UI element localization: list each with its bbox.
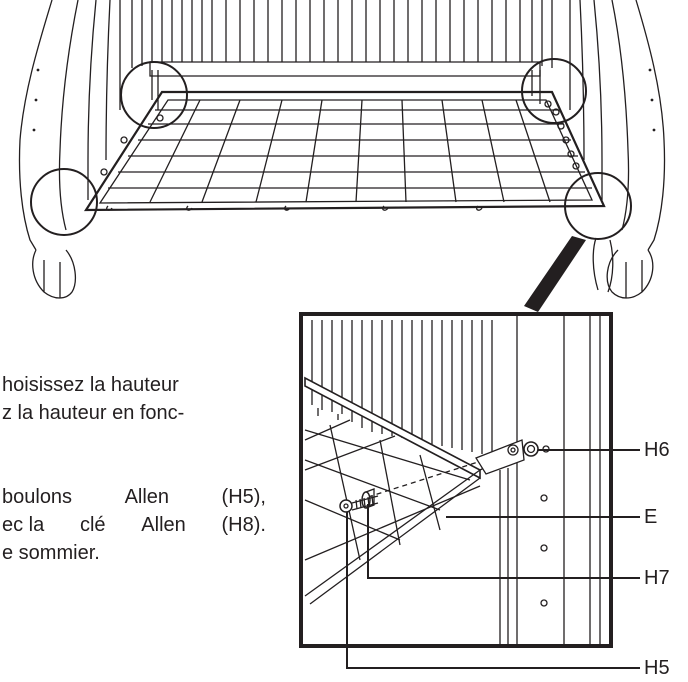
left-end-panel (18, 0, 121, 299)
zoom-pointer (524, 236, 586, 312)
detail-frame (299, 312, 613, 648)
highlight-circle-right (564, 172, 632, 240)
highlight-circle-top-left (120, 61, 188, 129)
step2-line1: boulons Allen (H5), (2, 485, 266, 509)
back-rail-spindles (131, 0, 553, 68)
step2-word: (H5), (221, 486, 266, 508)
callout-label-e: E (644, 506, 658, 528)
highlight-circle-top-right (521, 58, 587, 124)
end-panel-holes (32, 68, 656, 132)
step2-line2: ec la clé Allen (H8). (2, 513, 266, 537)
step2-word: ec la (2, 514, 45, 536)
leader-h5 (346, 512, 640, 669)
detail-view (299, 312, 613, 648)
callout-leaders (346, 449, 640, 669)
step2-word: (H8). (221, 514, 266, 536)
step2-word: Allen (124, 486, 170, 508)
callout-label-h6: H6 (644, 439, 670, 461)
callout-label-h5: H5 (644, 657, 670, 679)
step2-word: boulons (2, 486, 73, 508)
highlight-circle-left (30, 168, 98, 236)
back-bottom-rail (149, 61, 541, 77)
step2-word: clé (79, 514, 106, 536)
mattress-support (83, 90, 606, 212)
leader-h7 (367, 504, 640, 579)
step1-line1: hoisissez la hauteur (2, 374, 179, 396)
step2-word: Allen (141, 514, 186, 536)
crib-overview (18, 0, 666, 299)
step2-line3: e sommier. (2, 542, 100, 564)
step1-line2: z la hauteur en fonc- (2, 402, 185, 424)
callout-label-h7: H7 (644, 567, 670, 589)
right-end-panel (569, 0, 666, 299)
